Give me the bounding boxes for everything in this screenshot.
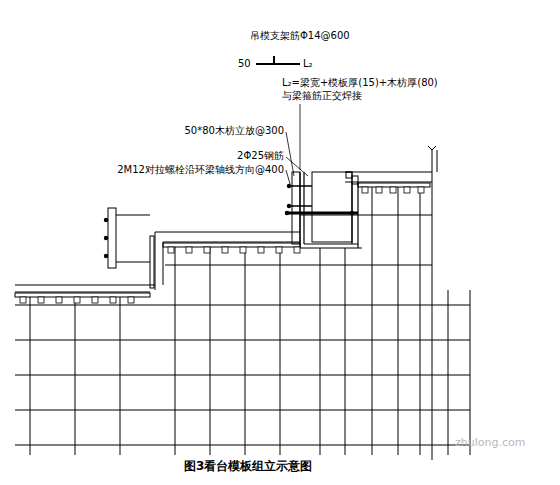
dimension: L₂ <box>303 57 313 70</box>
scaffold-pole <box>120 297 121 455</box>
note: L₂=梁宽+模板厚(15)+木枋厚(80) 与梁箍筋正交焊接 <box>282 76 447 102</box>
scaffold-ledger <box>15 410 470 411</box>
timber-batten <box>292 172 300 244</box>
timber-batten <box>38 297 44 303</box>
scaffold-pole <box>75 297 76 455</box>
timber-batten <box>346 172 352 178</box>
timber-batten <box>56 297 62 303</box>
scaffold-ledger <box>15 445 470 446</box>
part-label: 2M12对拉螺栓沿环梁轴线方向@400 <box>117 163 284 176</box>
timber-batten <box>168 247 174 253</box>
timber-batten <box>258 247 264 253</box>
hanger-symbol <box>256 56 300 64</box>
timber-batten <box>222 247 228 253</box>
stop-end-formwork <box>108 208 116 268</box>
timber-batten <box>404 187 410 193</box>
scaffold-pole <box>30 297 31 455</box>
timber-batten <box>376 187 382 193</box>
timber-batten <box>352 176 358 184</box>
timber-batten <box>390 187 396 193</box>
beam-formwork <box>300 172 362 248</box>
timber-batten <box>74 297 80 303</box>
scaffold-ledger <box>165 265 432 266</box>
riser-formwork <box>150 236 154 288</box>
scaffold-pole <box>345 248 346 455</box>
scaffold-pole <box>320 248 321 455</box>
leader-line <box>300 104 301 170</box>
scaffold-pole <box>420 187 421 455</box>
dimension: 50 <box>238 57 251 70</box>
leader-line <box>286 157 308 176</box>
ring-beam <box>312 172 352 242</box>
ground-formwork <box>15 293 150 297</box>
tier-formwork <box>163 243 300 247</box>
scaffold-pole <box>448 290 449 455</box>
watermark: zhulong.com <box>455 436 525 450</box>
ground-slab <box>15 285 155 292</box>
scaffold-pole <box>398 187 399 455</box>
part-label: 2Φ25钢筋 <box>237 149 284 162</box>
part-label: 50*80木枋立放@300 <box>184 124 284 137</box>
rebar-spec: 吊模支架筋Φ14@600 <box>250 29 350 42</box>
scaffold-pole <box>280 247 281 455</box>
scaffold-pole <box>210 247 211 455</box>
scaffold-ledger <box>300 215 432 216</box>
scaffold-pole <box>470 290 471 455</box>
leader-line <box>286 132 294 176</box>
hanger-bar <box>285 212 358 215</box>
scaffold-pole <box>372 187 373 455</box>
timber-batten <box>186 247 192 253</box>
figure-caption: 图3看台模板组立示意图 <box>184 459 312 475</box>
timber-batten <box>204 247 210 253</box>
scaffold-pole <box>245 247 246 455</box>
tier-slab <box>155 232 300 290</box>
leader-line <box>286 170 290 184</box>
timber-batten <box>92 297 98 303</box>
scaffold-ledger <box>15 375 470 376</box>
timber-batten <box>240 247 246 253</box>
break-mark <box>428 146 436 150</box>
timber-batten <box>110 297 116 303</box>
scaffold-ledger <box>15 340 470 341</box>
scaffold-ledger <box>15 305 470 306</box>
timber-batten <box>294 247 300 253</box>
slab-formwork <box>358 183 430 187</box>
timber-batten <box>362 187 368 193</box>
scaffold-pole <box>175 247 176 455</box>
tie-bolt <box>290 186 312 206</box>
timber-batten <box>128 297 134 303</box>
timber-batten <box>20 297 26 303</box>
stop-end-brace <box>116 215 150 262</box>
timber-batten <box>276 247 282 253</box>
timber-batten <box>418 187 424 193</box>
